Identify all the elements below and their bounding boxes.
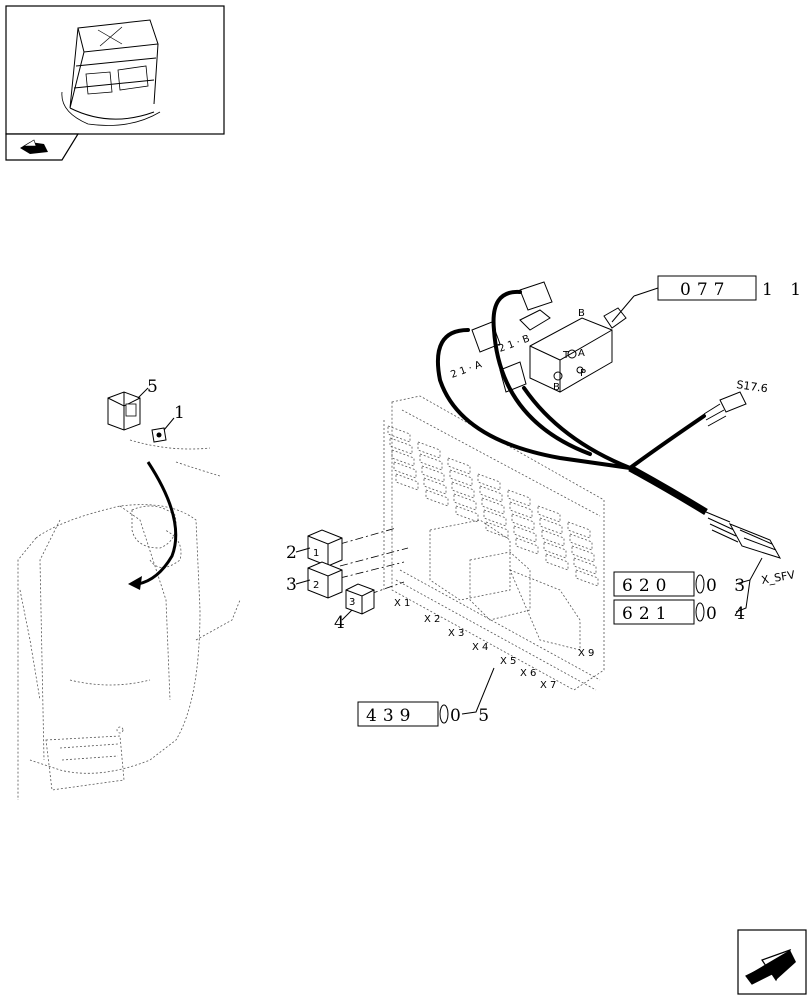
svg-text:439: 439	[366, 706, 416, 726]
fuse-slot	[389, 437, 413, 455]
reference-box-621[interactable]: 621 0 4	[613, 599, 751, 625]
fuse-slot	[571, 545, 595, 563]
fuse-slot	[479, 485, 503, 503]
relay-2-top: 1	[307, 529, 343, 567]
fusebox-label-x2: X 2	[424, 614, 440, 625]
valve-port-t: T	[562, 350, 570, 361]
relay-4: 3	[345, 583, 375, 615]
reference-box-077[interactable]: 077 1 1	[633, 275, 807, 301]
fuse-slot	[395, 473, 419, 491]
fuse-slot	[537, 505, 561, 523]
svg-text:0 4: 0 4	[706, 604, 751, 624]
fusebox-label-x7: X 7	[540, 680, 556, 691]
fusebox-label-x9: X 9	[578, 648, 594, 659]
relay-mark: 1	[313, 548, 319, 559]
fuse-slot	[539, 517, 563, 535]
valve-port-a: A	[578, 348, 585, 359]
callout-3: 3	[286, 575, 297, 595]
fuse-slot	[455, 505, 479, 523]
valve-code-21a: 2 1 · A	[449, 359, 483, 380]
relay-leader-lines	[339, 527, 409, 595]
fuse-slot	[513, 525, 537, 543]
reference-box-620[interactable]: 620 0 3	[613, 571, 751, 597]
fuse-slot	[515, 537, 539, 555]
fuse-slot	[393, 461, 417, 479]
valve-block: A B P T B 2 1 · A 2 1 · B	[449, 281, 635, 393]
fuse-slot	[507, 489, 531, 507]
fuse-slot	[543, 541, 567, 559]
fusebox-label-x1: X 1	[394, 598, 410, 609]
fusebox-label-x4: X 4	[472, 642, 488, 653]
fuse-slot	[449, 469, 473, 487]
callout-4: 4	[334, 613, 345, 633]
fusebox-label-x3: X 3	[448, 628, 464, 639]
fuse-slot	[485, 521, 509, 539]
switch-housing-part	[107, 391, 141, 431]
fuse-slot	[569, 533, 593, 551]
fuse-slot	[391, 449, 415, 467]
svg-text:621: 621	[622, 604, 672, 624]
switch-cap-part	[151, 427, 167, 443]
fuse-slot	[447, 457, 471, 475]
svg-text:0 5: 0 5	[450, 706, 495, 726]
section-tab[interactable]	[5, 133, 80, 161]
fuse-slot	[483, 509, 507, 527]
connector-label-s17-6: S17.6	[736, 378, 769, 395]
fusebox-label-x6: X 6	[520, 668, 536, 679]
reference-box-439[interactable]: 439 0 5	[357, 667, 495, 727]
valve-port-b2: B	[578, 308, 585, 319]
fuse-slot	[575, 569, 599, 587]
svg-text:077: 077	[680, 280, 730, 300]
fuse-slot	[417, 441, 441, 459]
fuse-slot	[419, 453, 443, 471]
connector-label-x-sfv: X_SFV	[760, 568, 796, 587]
next-page-arrow-icon[interactable]	[737, 929, 807, 995]
svg-text:0 3: 0 3	[706, 576, 751, 596]
cab-overview-thumbnail[interactable]	[5, 5, 225, 135]
relay-mark: 3	[349, 597, 355, 608]
callout-1: 1	[174, 403, 185, 423]
fuse-slot	[387, 425, 411, 443]
fuse-slot	[421, 465, 445, 483]
fuse-slot	[509, 501, 533, 519]
fuse-slot	[423, 477, 447, 495]
fuse-slot	[573, 557, 597, 575]
fusebox-label-x5: X 5	[500, 656, 516, 667]
section-tab-icon	[20, 139, 48, 154]
install-location-arrow	[128, 461, 178, 590]
valve-port-b: B	[553, 382, 560, 393]
fuse-slot	[567, 521, 591, 539]
valve-port-p: P	[580, 368, 586, 379]
fuse-slot	[481, 497, 505, 515]
fuse-slot	[451, 481, 475, 499]
fuse-relay-board: X 1 X 2 X 3 X 4 X 5 X 6 X 7 X 9	[383, 395, 605, 691]
relay-mark: 2	[313, 580, 319, 591]
fuse-slot	[545, 553, 569, 571]
svg-text:1 1: 1 1	[762, 280, 807, 300]
fuse-slot	[477, 473, 501, 491]
fuse-slot	[425, 489, 449, 507]
valve-code-21b: 2 1 · B	[497, 333, 531, 354]
fuse-slot	[511, 513, 535, 531]
fuse-slot	[541, 529, 565, 547]
wiring-harness: S17.6 X_SFV	[435, 289, 796, 587]
cab-interior-sketch	[17, 439, 241, 800]
fuse-slot	[453, 493, 477, 511]
callout-2: 2	[286, 543, 297, 563]
svg-text:620: 620	[622, 576, 672, 596]
relay-2-bottom: 2	[307, 561, 343, 599]
callout-5: 5	[147, 377, 158, 397]
